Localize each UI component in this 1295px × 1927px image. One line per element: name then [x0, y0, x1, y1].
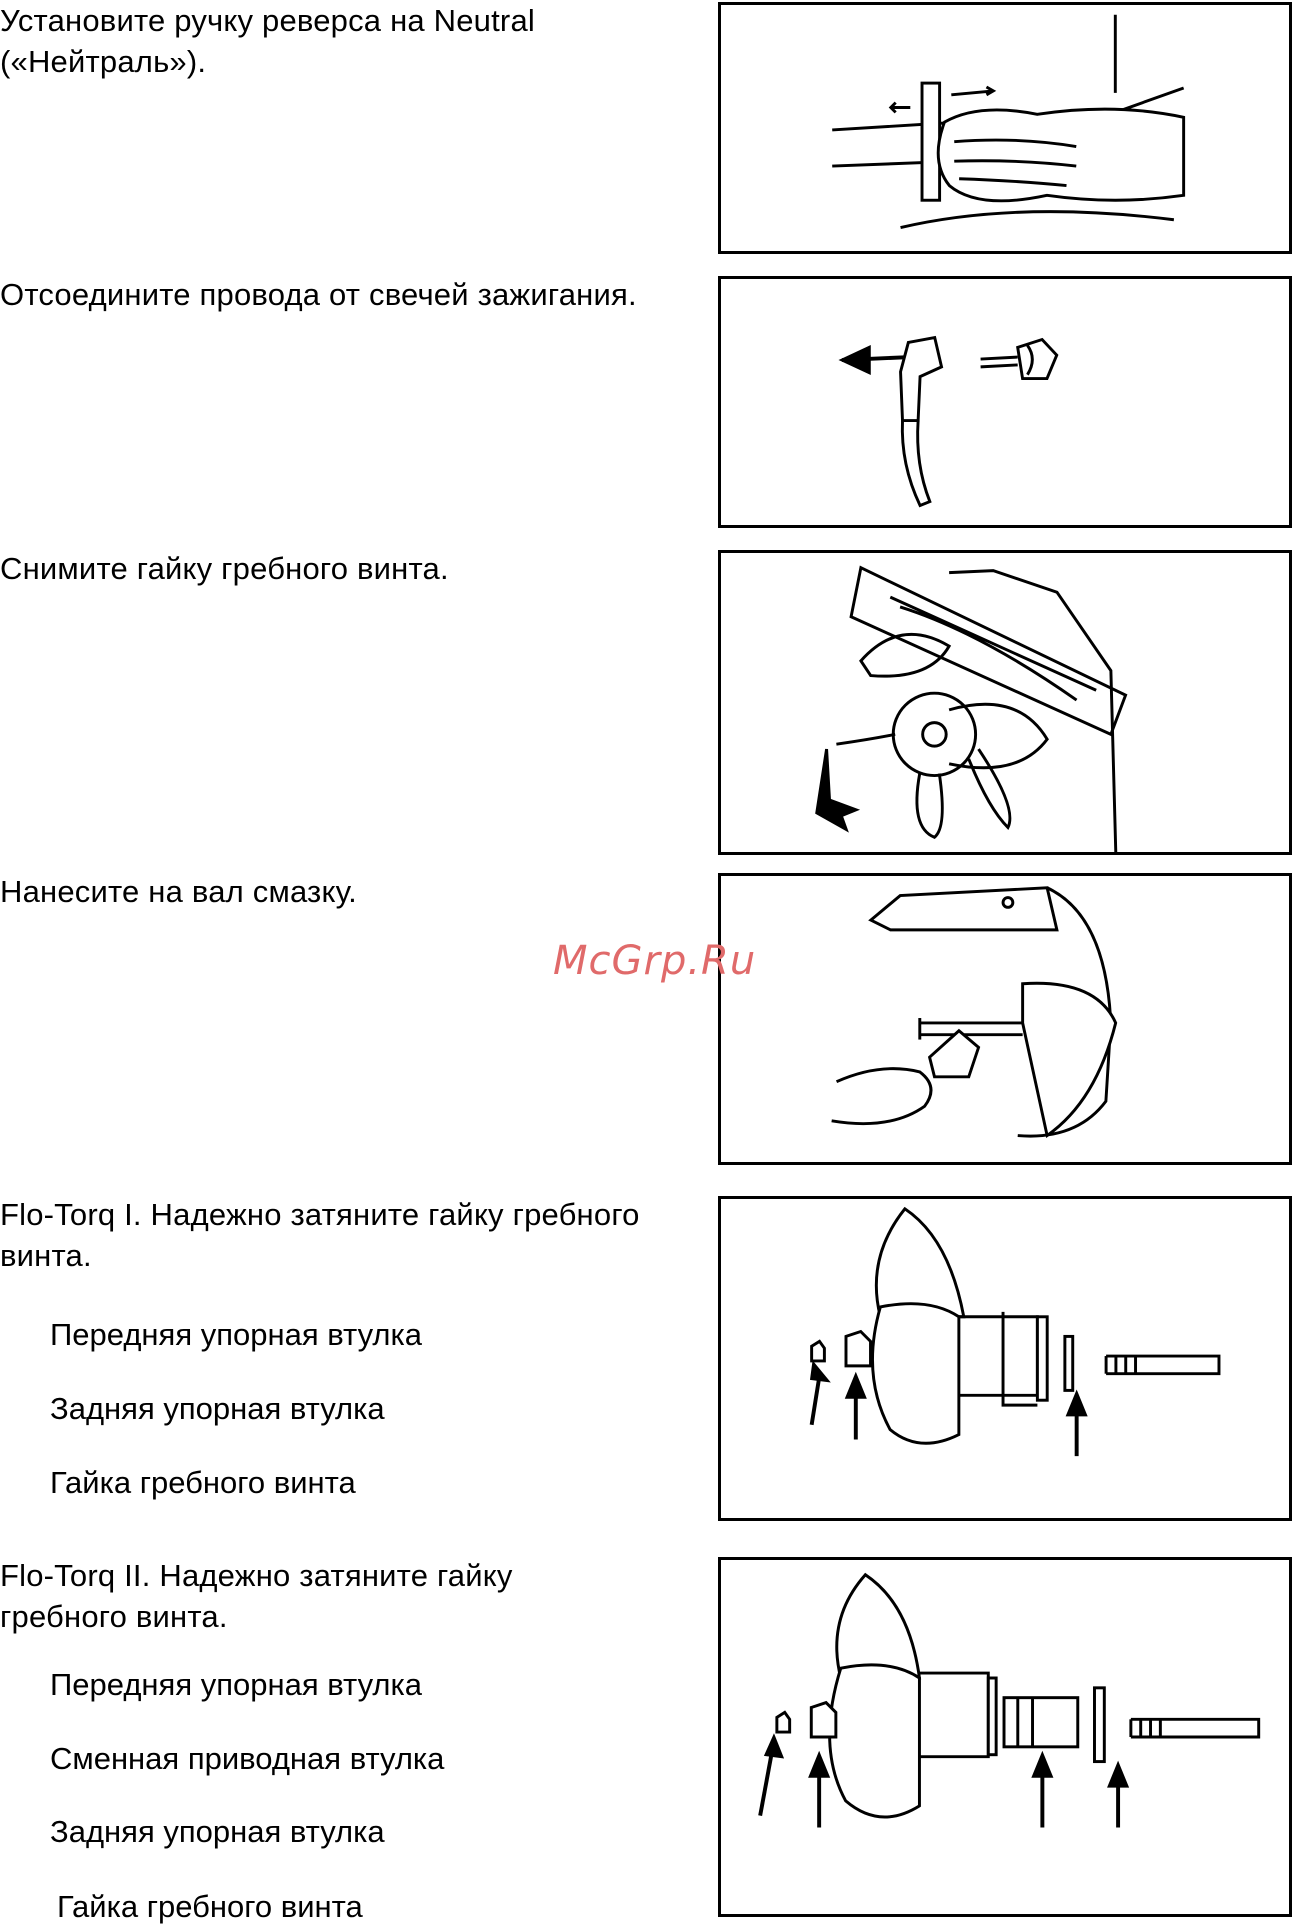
step-6-part-3: Задняя упорная втулка — [50, 1814, 385, 1849]
step-5-text: Flo-Torq I. Надежно затяните гайку гребн… — [0, 1197, 640, 1273]
step-6-part-4: Гайка гребного винта — [57, 1889, 363, 1924]
step-4-text: Нанесите на вал смазку. — [0, 874, 357, 909]
figure-grease-shaft — [718, 873, 1292, 1165]
step-6-part-2: Сменная приводная втулка — [50, 1741, 445, 1776]
figure-remove-prop-nut — [718, 550, 1292, 855]
figure-flo-torq-1 — [718, 1196, 1292, 1521]
figure-shift-lever — [718, 2, 1292, 254]
watermark: McGrp.Ru — [553, 938, 757, 984]
step-6-text: Flo-Torq II. Надежно затяните гайку греб… — [0, 1558, 513, 1634]
step-5-part-2: Задняя упорная втулка — [50, 1391, 385, 1426]
step-3-text: Снимите гайку гребного винта. — [0, 551, 449, 586]
figure-flo-torq-2 — [718, 1557, 1292, 1917]
step-2-text: Отсоедините провода от свечей зажигания. — [0, 277, 637, 312]
step-1-text: Установите ручку реверса на Neutral («Не… — [0, 3, 535, 79]
step-6-part-1: Передняя упорная втулка — [50, 1667, 422, 1702]
figure-spark-plug — [718, 276, 1292, 528]
step-5-part-1: Передняя упорная втулка — [50, 1317, 422, 1352]
step-5-part-3: Гайка гребного винта — [50, 1465, 356, 1500]
